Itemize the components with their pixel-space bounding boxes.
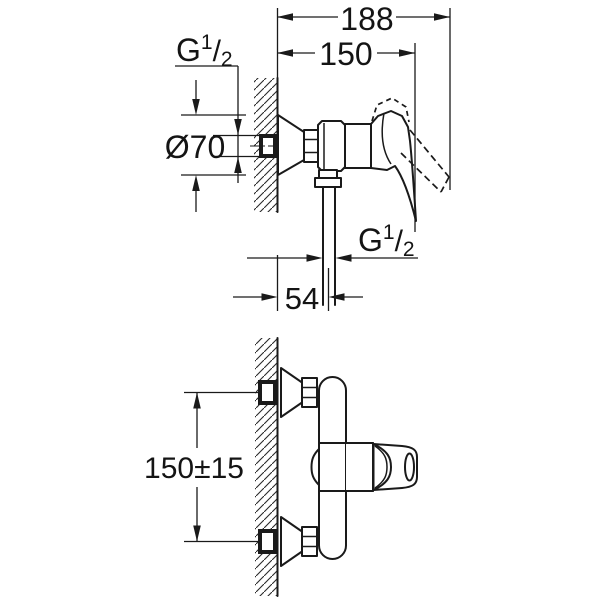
wall-section-front-view: [255, 337, 279, 597]
lever-end-detail: [404, 452, 415, 482]
dim-188-text: 188: [340, 1, 393, 37]
outlet-step: [318, 169, 338, 179]
outlet-thread-text: G1/2: [358, 221, 415, 261]
dimension-150: 150: [277, 36, 416, 232]
label-outlet-thread: G1/2: [247, 221, 418, 262]
mixer-body: [317, 120, 372, 172]
dim-70-text: Ø70: [165, 129, 225, 165]
outlet-flange: [314, 177, 342, 188]
inlet-fitting: [250, 134, 292, 158]
dim-150pm15-text: 150±15: [144, 452, 244, 485]
dimension-diameter-70: Ø70: [165, 80, 246, 212]
escutcheon-cone-top: [280, 367, 303, 418]
front-view: 150±15: [144, 337, 418, 597]
union-nut-top: [301, 377, 318, 408]
lever-handle-solid: [370, 110, 417, 222]
dome-contour: [381, 112, 392, 165]
lever-blade: [370, 110, 417, 222]
lever-handle-dashed: [371, 97, 450, 193]
body-block-front: [344, 123, 372, 169]
dimension-150pm15: 150±15: [144, 391, 258, 543]
inlet-thread-text: G1/2: [176, 31, 233, 71]
escutcheon-cone: [277, 114, 305, 176]
connection-fitting-bottom: [258, 529, 277, 554]
lever-cap-inner-arc: [374, 445, 388, 489]
cartridge-bump: [310, 448, 320, 486]
dimension-54: 54: [233, 255, 363, 316]
union-nut: [303, 129, 319, 163]
mixer-body-capsule: [318, 376, 347, 560]
valve-and-handle: [318, 442, 418, 492]
label-inlet-thread: G1/2: [175, 31, 259, 183]
lever-cap-arc: [372, 443, 392, 491]
dimension-188: 188: [276, 1, 451, 190]
union-nut-bottom: [301, 526, 318, 557]
connection-fitting-top: [258, 380, 277, 405]
wall-hatching: [255, 338, 277, 596]
body-block-rear: [317, 120, 346, 172]
escutcheon-cone-bottom: [280, 516, 303, 567]
dim-150-text: 150: [319, 36, 372, 72]
top-view: 188 150 G1/2 Ø70: [165, 1, 451, 316]
dim-54-text: 54: [285, 281, 319, 316]
shower-outlet: [314, 169, 342, 306]
